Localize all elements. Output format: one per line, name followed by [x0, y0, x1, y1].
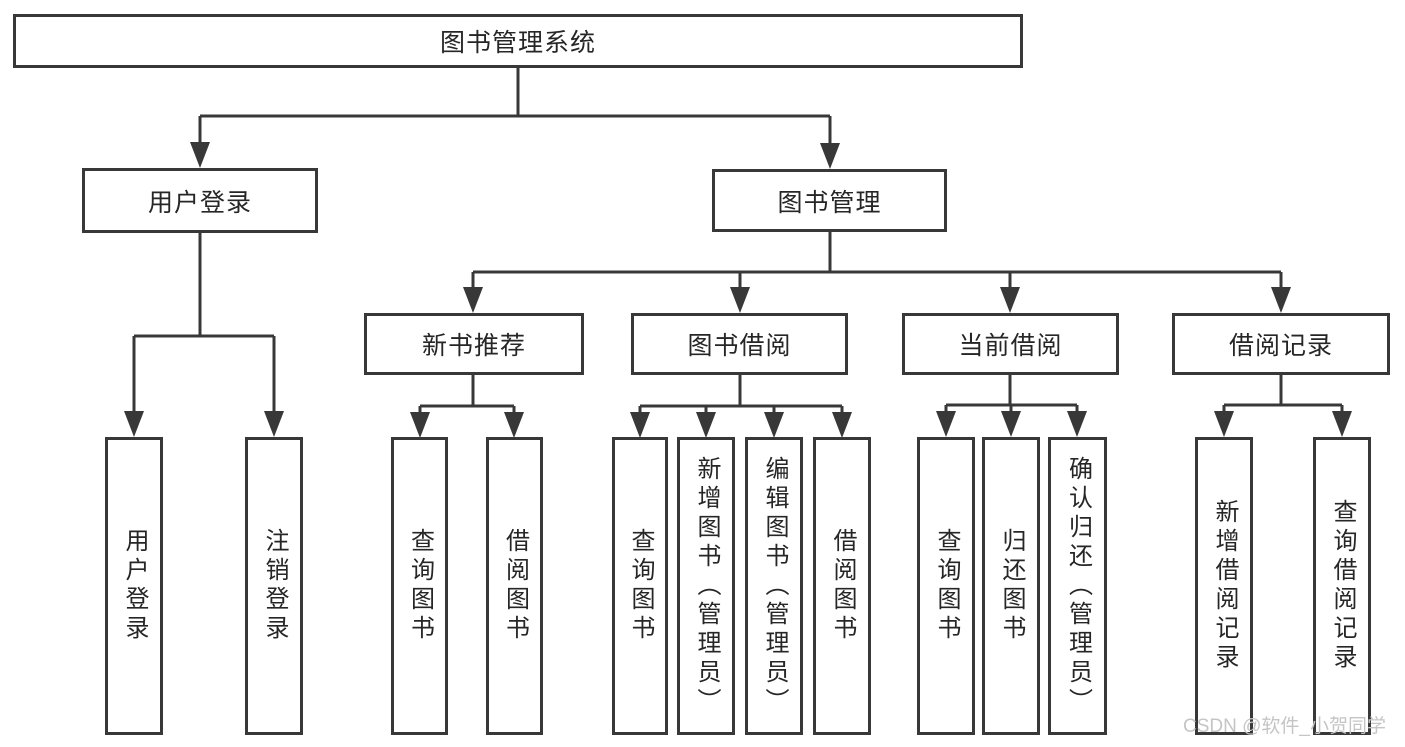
- watermark: CSDN @软件_小贺同学: [1183, 716, 1386, 737]
- node-br-query-record: 查询借阅记录: [1313, 437, 1371, 735]
- node-login: 用户登录: [105, 437, 163, 735]
- node-bb-query-books: 查询图书: [612, 437, 668, 735]
- node-new-books: 新书推荐: [364, 313, 584, 375]
- node-cb-return-books: 归还图书: [982, 437, 1040, 735]
- connector-user-login: [124, 233, 284, 437]
- node-logout: 注销登录: [245, 437, 303, 735]
- node-nb-borrow-books: 借阅图书: [486, 437, 543, 735]
- node-cb-confirm-return-admin: 确认归还（管理员）: [1048, 437, 1107, 735]
- node-bb-borrow-books: 借阅图书: [813, 437, 871, 735]
- node-nb-query-books: 查询图书: [391, 437, 448, 735]
- node-book-borrow: 图书借阅: [631, 313, 848, 375]
- node-br-add-record: 新增借阅记录: [1195, 437, 1253, 735]
- node-bb-add-books-admin: 新增图书（管理员）: [677, 437, 735, 735]
- node-root: 图书管理系统: [13, 14, 1023, 68]
- node-borrow-records: 借阅记录: [1172, 313, 1390, 375]
- node-user-login: 用户登录: [82, 168, 318, 233]
- connector-root: [190, 68, 840, 169]
- connector-new-books: [410, 375, 524, 438]
- connector-book-mgmt: [463, 232, 1291, 313]
- connector-borrow-records: [1214, 375, 1352, 437]
- connector-book-borrow: [630, 375, 852, 438]
- connector-current-borrow: [936, 375, 1087, 437]
- node-current-borrow: 当前借阅: [902, 313, 1119, 375]
- node-bb-edit-books-admin: 编辑图书（管理员）: [745, 437, 803, 735]
- node-cb-query-books: 查询图书: [917, 437, 975, 735]
- node-book-mgmt: 图书管理: [712, 169, 947, 232]
